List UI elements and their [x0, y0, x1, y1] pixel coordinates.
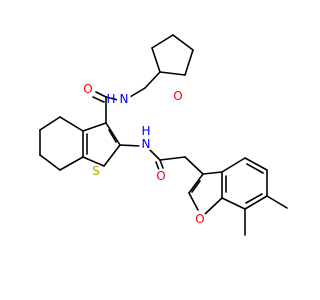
- bond: [82, 156, 105, 167]
- bond: [105, 122, 121, 146]
- bond: [95, 91, 107, 98]
- bond: [221, 157, 246, 173]
- bond: [155, 161, 160, 171]
- amide-nitrogen-label: N: [120, 92, 129, 106]
- bond: [159, 71, 186, 76]
- acyl-oxygen-label: O: [156, 169, 165, 183]
- bond: [108, 129, 117, 143]
- bond: [151, 34, 174, 49]
- amide-linker-hydrogen-label: H: [141, 124, 150, 138]
- bond: [39, 116, 61, 131]
- bond: [82, 122, 107, 132]
- bond: [244, 157, 268, 171]
- bond: [245, 193, 263, 204]
- bond: [202, 171, 223, 175]
- amide-oxygen-label: O: [83, 82, 92, 96]
- benzofuran-oxygen-label: O: [195, 212, 204, 226]
- thiophene-sulfur-label: S: [92, 164, 100, 178]
- bond: [151, 47, 161, 73]
- atom-labels: O N H O S N H O O: [81, 82, 207, 226]
- bonds: [39, 34, 288, 236]
- bond: [221, 197, 246, 210]
- bond: [204, 197, 223, 215]
- bond: [129, 87, 146, 98]
- bond: [159, 156, 186, 161]
- bond: [59, 156, 84, 171]
- bond: [159, 159, 164, 169]
- tetrahydrofuran-oxygen-label: O: [173, 89, 182, 103]
- bond: [103, 144, 121, 167]
- bond: [188, 192, 199, 211]
- bond: [184, 49, 194, 76]
- bond: [149, 149, 161, 161]
- bond: [246, 163, 264, 174]
- bond: [172, 34, 194, 51]
- bond: [244, 195, 268, 210]
- bond: [92, 96, 105, 103]
- chemical-structure-diagram: O N H O S N H O O: [39, 34, 288, 236]
- amide-hydrogen-label: H: [106, 92, 115, 106]
- bond: [59, 116, 84, 132]
- bond: [188, 173, 204, 194]
- bond: [39, 154, 61, 171]
- bond: [184, 156, 204, 175]
- bond: [144, 71, 161, 89]
- amide-linker-nitrogen-label: N: [142, 137, 151, 151]
- bond: [119, 144, 141, 147]
- bond: [105, 96, 119, 101]
- bond: [266, 195, 288, 209]
- bond: [191, 180, 201, 193]
